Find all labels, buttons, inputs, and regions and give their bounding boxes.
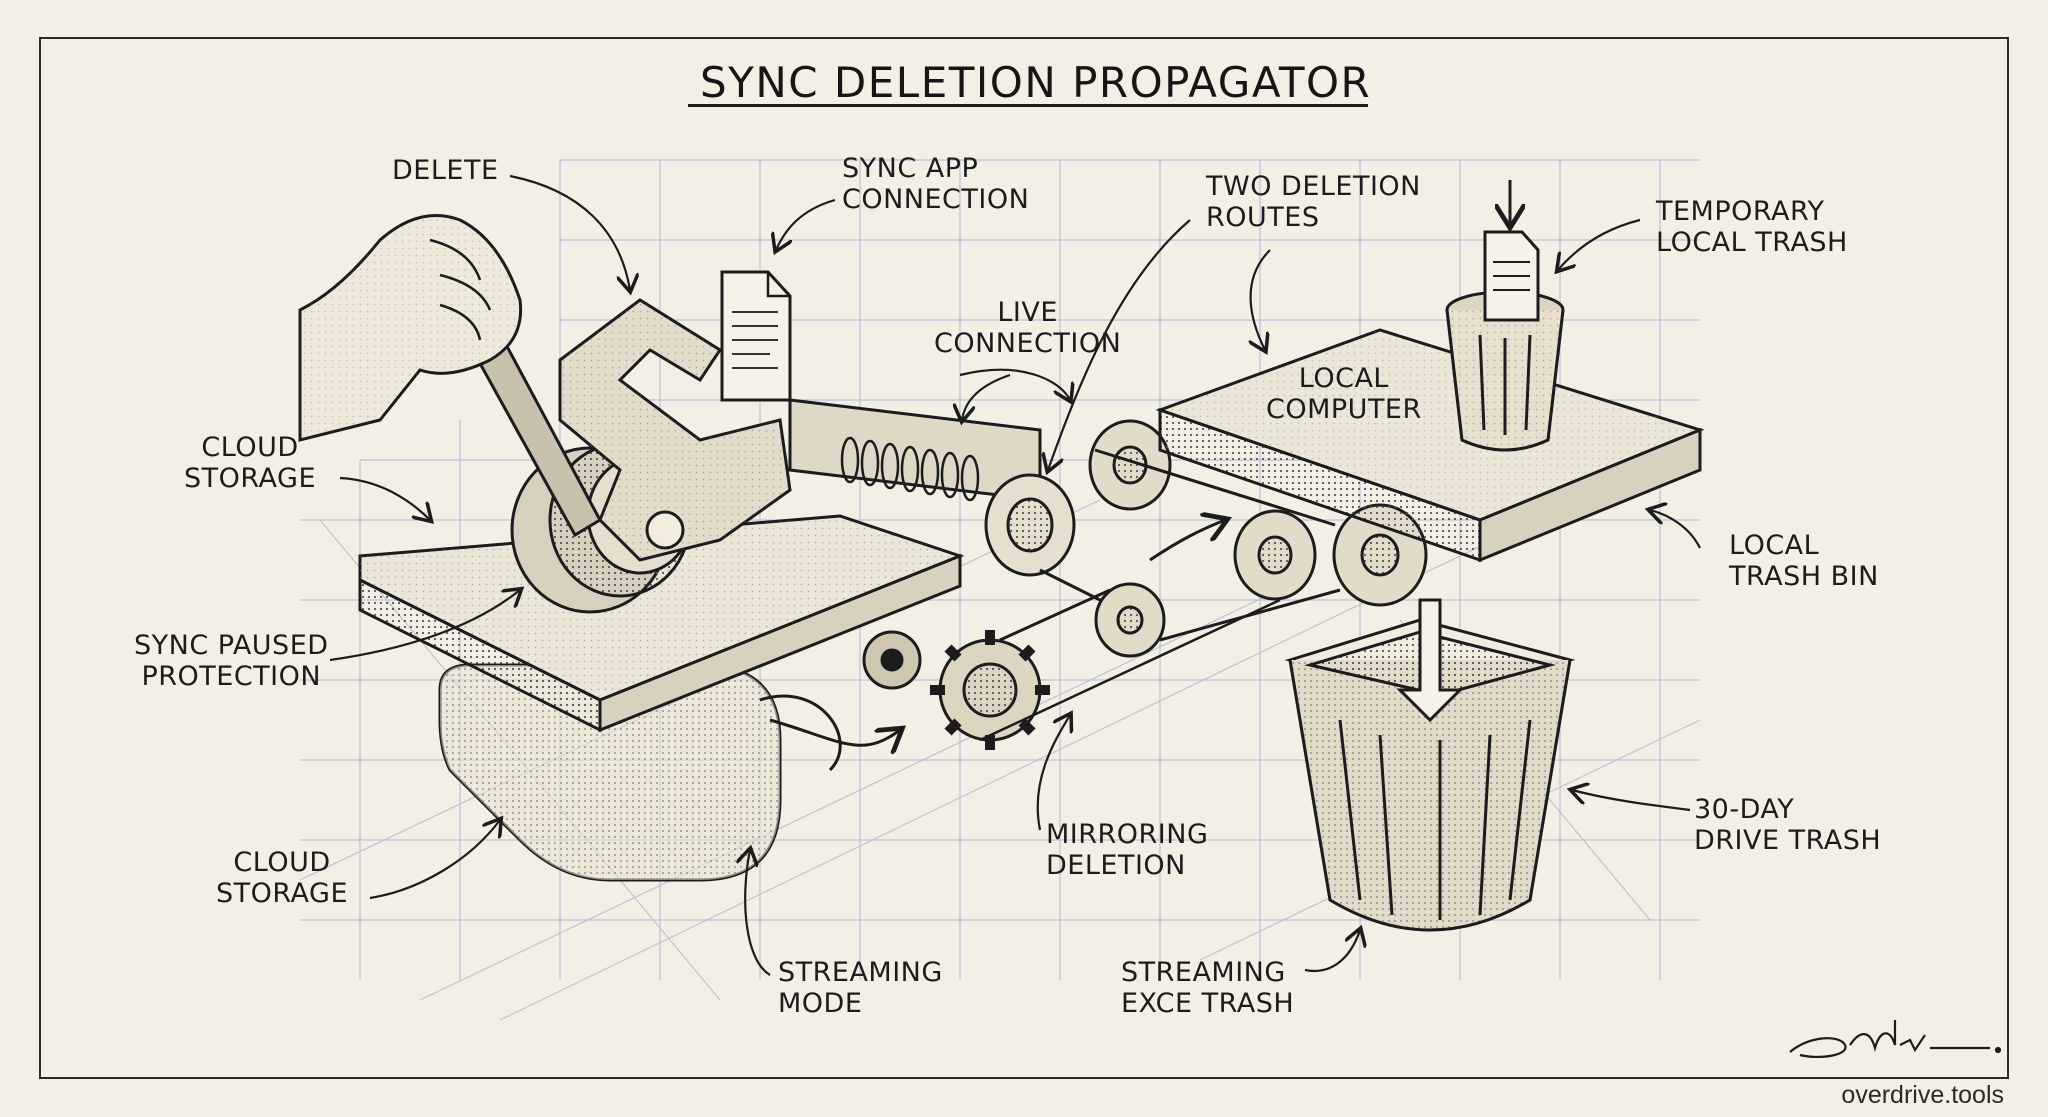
gear-large: [930, 630, 1050, 750]
label-line: TEMPORARY: [1656, 196, 1825, 227]
label-line: LOCAL: [1298, 363, 1389, 394]
label-line: STREAMING: [1121, 957, 1286, 988]
label-sync-paused-protection: SYNC PAUSED PROTECTION: [134, 630, 329, 692]
label-line: CLOUD: [233, 847, 331, 878]
label-local-trash-bin: LOCAL TRASH BIN: [1729, 530, 1879, 592]
label-line: MODE: [778, 988, 863, 1019]
diagram-title: SYNC DELETION PROPAGATOR: [700, 58, 1372, 107]
label-line: STORAGE: [216, 878, 349, 909]
label-streaming-exce-trash: STREAMING EXCE TRASH: [1121, 957, 1294, 1019]
label-line: COMPUTER: [1266, 394, 1422, 425]
label-30-day-drive-trash: 30-DAY DRIVE TRASH: [1694, 794, 1881, 856]
label-line: ROUTES: [1206, 202, 1320, 233]
label-line: LIVE: [997, 297, 1058, 328]
left-platform: [358, 514, 965, 733]
label-local-computer: LOCAL COMPUTER: [1266, 363, 1422, 425]
title-underline: [688, 104, 1368, 107]
label-line: EXCE TRASH: [1121, 988, 1295, 1019]
cloud-storage-roller: [438, 663, 900, 882]
delete-wrench-mechanism: [417, 238, 792, 614]
label-cloud-storage-top: CLOUD STORAGE: [184, 432, 316, 494]
label-line: SYNC PAUSED: [134, 630, 329, 661]
temporary-trash-can: [1445, 180, 1565, 452]
label-line: SYNC APP: [842, 153, 979, 184]
label-line: PROTECTION: [141, 661, 322, 692]
label-line: STORAGE: [184, 463, 317, 494]
drive-trash-can: [1284, 598, 1576, 932]
hand-illustration: [298, 214, 523, 442]
footer-watermark[interactable]: overdrive.tools: [1841, 1081, 2004, 1109]
label-line: LOCAL TRASH: [1656, 227, 1848, 258]
label-sync-app-connection: SYNC APP CONNECTION: [842, 153, 1029, 215]
label-line: STREAMING: [778, 957, 943, 988]
artist-signature: [1789, 1020, 2002, 1059]
label-line: CLOUD: [201, 432, 299, 463]
leader-arrows: [329, 174, 1701, 976]
label-temporary-local-trash: TEMPORARY LOCAL TRASH: [1656, 196, 1848, 258]
frame-border: [39, 37, 2009, 1079]
label-cloud-storage-bottom: CLOUD STORAGE: [216, 847, 348, 909]
label-streaming-mode: STREAMING MODE: [778, 957, 943, 1019]
local-computer-platform: [1155, 328, 1705, 563]
label-mirroring-deletion: MIRRORING DELETION: [1046, 819, 1208, 881]
label-line: DRIVE TRASH: [1694, 825, 1882, 856]
label-line: CONNECTION: [842, 184, 1030, 215]
label-line: LOCAL: [1729, 530, 1820, 561]
label-line: TRASH BIN: [1729, 561, 1879, 592]
label-line: DELETION: [1046, 850, 1186, 881]
label-line: MIRRORING: [1046, 819, 1209, 850]
label-line: CONNECTION: [934, 328, 1122, 359]
label-live-connection: LIVE CONNECTION: [934, 297, 1121, 359]
label-line: 30-DAY: [1694, 794, 1795, 825]
label-two-deletion-routes: TWO DELETION ROUTES: [1206, 171, 1421, 233]
label-line: DELETE: [392, 155, 499, 186]
sync-connection-shaft: [788, 398, 1076, 577]
label-delete: DELETE: [392, 155, 499, 186]
sync-document-icon: [720, 270, 792, 402]
label-line: TWO DELETION: [1206, 171, 1421, 202]
gear-small: [862, 630, 922, 690]
